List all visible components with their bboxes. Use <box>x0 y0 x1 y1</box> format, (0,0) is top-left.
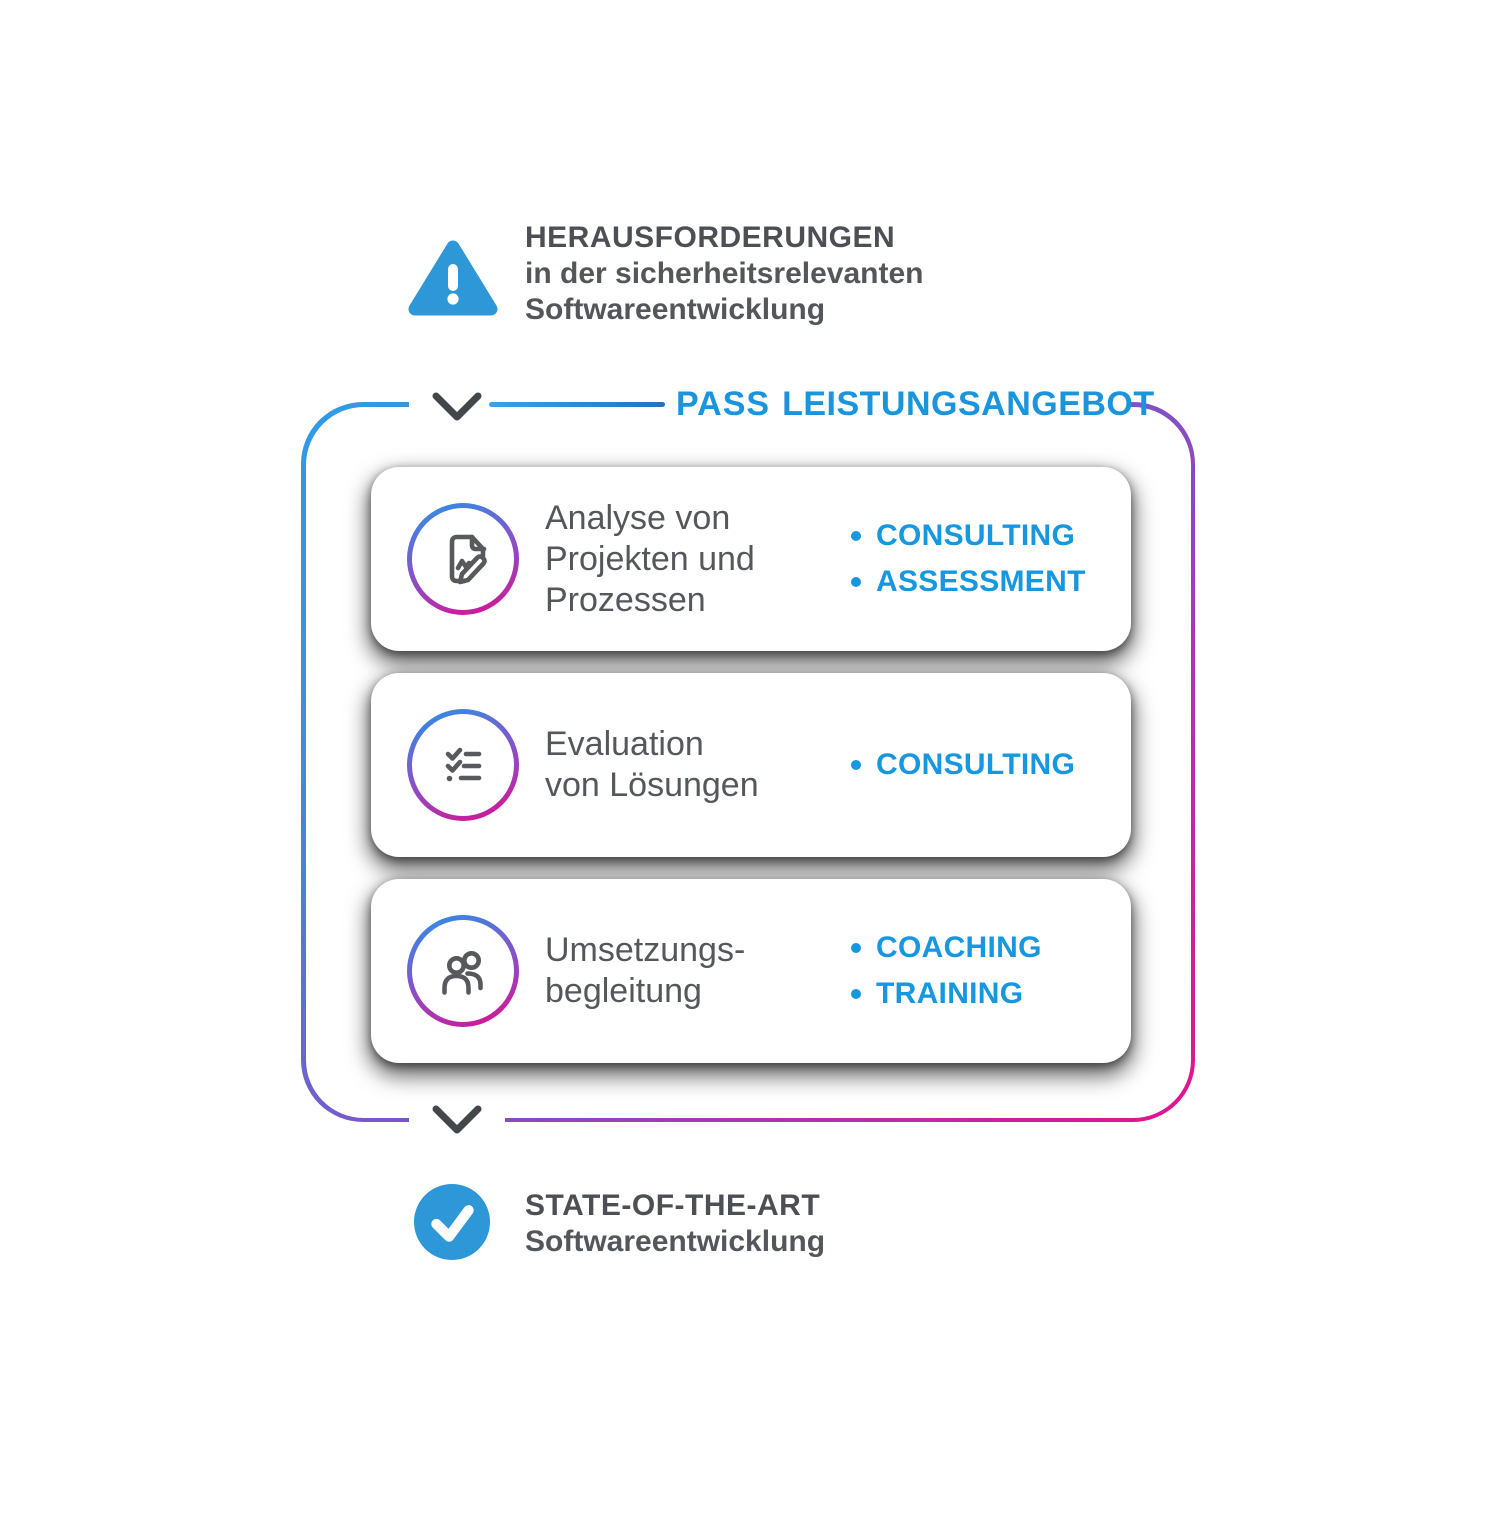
service-item: CONSULTING <box>851 514 1086 558</box>
top-info-line: Softwareentwicklung <box>525 293 826 326</box>
checklist-icon <box>445 747 482 782</box>
bottom-info-text: STATE-OF-THE-ART Softwareentwicklung <box>525 1188 825 1260</box>
pass-logo: PASS <box>676 385 771 423</box>
top-info-text: HERAUSFORDERUNGEN in der sicherheitsrele… <box>525 220 924 328</box>
card-title: Analyse von Projekten und Prozessen <box>545 498 755 619</box>
bullet-icon <box>851 577 861 587</box>
flow-title: PASS LEISTUNGSANGEBOT <box>676 385 1155 424</box>
top-info-title: HERAUSFORDERUNGEN <box>525 221 896 254</box>
flow-title-label: LEISTUNGSANGEBOT <box>782 385 1155 423</box>
service-cards: Analyse von Projekten und Prozessen CONS… <box>371 467 1131 1063</box>
gradient-icon-ring <box>407 915 519 1027</box>
bullet-icon <box>851 943 861 953</box>
bullet-icon <box>851 760 861 770</box>
bottom-info-title: STATE-OF-THE-ART <box>525 1189 821 1222</box>
service-item: ASSESSMENT <box>851 560 1086 604</box>
card-evaluation: Evaluation von Lösungen CONSULTING <box>371 673 1131 857</box>
gradient-icon-ring <box>407 709 519 821</box>
card-title: Umsetzungs- begleitung <box>545 931 746 1010</box>
bullet-icon <box>851 989 861 999</box>
connector-line <box>489 402 665 407</box>
document-edit-icon <box>449 534 487 585</box>
check-circle-icon <box>413 1183 491 1261</box>
card-title: Evaluation von Lösungen <box>545 725 759 804</box>
bullet-icon <box>851 531 861 541</box>
service-list: CONSULTING ASSESSMENT <box>851 514 1086 604</box>
service-item: TRAINING <box>851 972 1042 1016</box>
gradient-icon-ring <box>407 503 519 615</box>
top-info-line: in der sicherheitsrelevanten <box>525 257 924 290</box>
card-analyse: Analyse von Projekten und Prozessen CONS… <box>371 467 1131 651</box>
bottom-info-line: Softwareentwicklung <box>525 1225 826 1258</box>
card-umsetzung: Umsetzungs- begleitung COACHING TRAINING <box>371 879 1131 1063</box>
border-gap-top <box>409 393 1131 415</box>
service-item: CONSULTING <box>851 743 1075 787</box>
warning-triangle-icon <box>408 240 498 316</box>
chevron-down-icon <box>432 1105 482 1134</box>
service-list: COACHING TRAINING <box>851 926 1042 1016</box>
chevron-down-icon <box>432 392 482 421</box>
service-item: COACHING <box>851 926 1042 970</box>
service-list: CONSULTING <box>851 743 1075 787</box>
people-icon <box>442 951 483 995</box>
